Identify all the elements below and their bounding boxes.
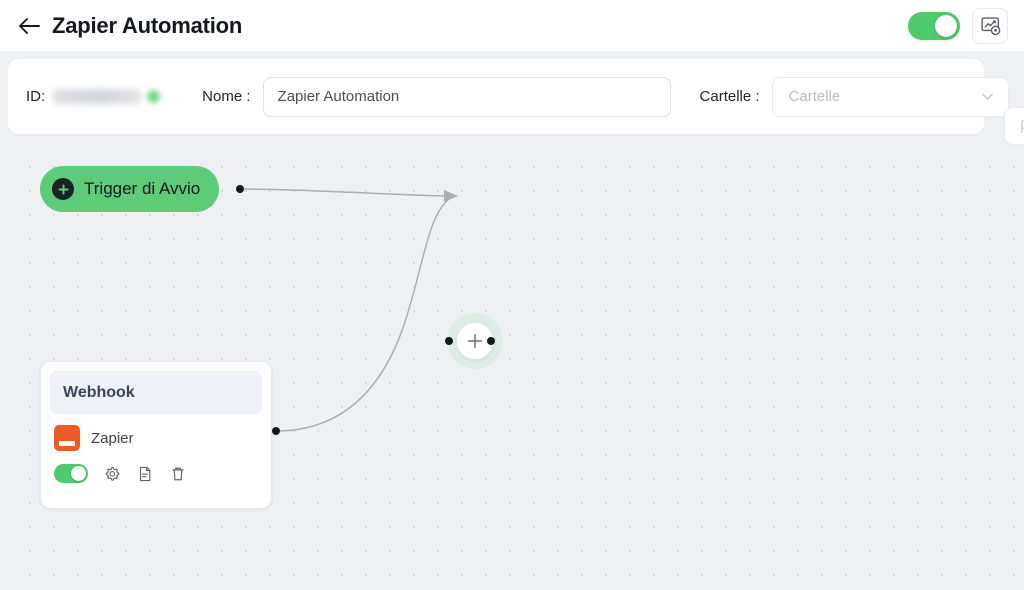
add-node-port-in[interactable] [445, 337, 453, 345]
webhook-enabled-toggle[interactable] [54, 464, 88, 483]
tag-icon [1020, 119, 1024, 133]
document-icon [139, 466, 151, 481]
meta-bar: ID: Nome : Cartelle : Cartelle [8, 59, 1009, 134]
cartelle-field: Cartelle : Cartelle [699, 76, 1009, 117]
trigger-node[interactable]: Trigger di Avvio [40, 166, 220, 212]
arrow-left-icon [19, 17, 40, 34]
chart-board-settings-icon [980, 17, 1000, 36]
tag-button[interactable] [1004, 107, 1024, 145]
plus-icon [467, 333, 483, 349]
trigger-node-label: Trigger di Avvio [84, 179, 201, 198]
webhook-node-port-out[interactable] [272, 427, 280, 435]
gear-icon [105, 466, 120, 481]
nome-label: Nome : [202, 88, 251, 105]
edge-arrowhead [444, 190, 458, 202]
chevron-down-icon [981, 93, 993, 100]
id-value-redacted [53, 89, 142, 104]
plus-circle-icon [52, 178, 74, 200]
webhook-node[interactable]: Webhook Zapier [40, 361, 272, 509]
edge-webhook-to-add [275, 196, 453, 432]
id-label: ID: [26, 88, 46, 105]
webhook-node-toolbar [50, 451, 262, 483]
add-node-port-out[interactable] [487, 337, 495, 345]
top-bar: Zapier Automation [0, 0, 1024, 52]
webhook-node-header: Webhook [50, 371, 262, 414]
edge-trigger-to-add [239, 188, 450, 197]
toggle-knob [71, 466, 86, 481]
flow-edges [239, 188, 458, 432]
webhook-node-title: Webhook [63, 383, 135, 401]
cartelle-select[interactable]: Cartelle [771, 76, 1009, 117]
nome-input[interactable] [262, 76, 671, 117]
zapier-icon [54, 425, 80, 451]
settings-button[interactable] [103, 465, 121, 483]
page-title: Zapier Automation [52, 12, 243, 38]
cartelle-label: Cartelle : [699, 88, 760, 105]
trigger-node-port-out[interactable] [236, 185, 244, 193]
webhook-node-app-label: Zapier [91, 429, 134, 447]
logs-button[interactable] [136, 465, 154, 483]
stats-button[interactable] [972, 7, 1008, 44]
toggle-knob [935, 14, 957, 37]
trash-icon [172, 467, 184, 480]
automation-enabled-toggle[interactable] [908, 11, 960, 40]
delete-button[interactable] [169, 465, 187, 483]
cartelle-placeholder: Cartelle [788, 88, 841, 105]
back-button[interactable] [14, 11, 44, 41]
webhook-node-app: Zapier [50, 414, 262, 451]
flow-canvas[interactable]: Trigger di Avvio Webhook Zapier [8, 145, 1024, 590]
nome-field: Nome : [202, 76, 671, 117]
top-bar-actions [908, 7, 1010, 44]
id-field: ID: [26, 88, 161, 105]
meta-bar-area: ID: Nome : Cartelle : Cartelle [0, 52, 1024, 191]
id-status-dot [147, 90, 161, 103]
add-node-button[interactable] [456, 322, 494, 360]
